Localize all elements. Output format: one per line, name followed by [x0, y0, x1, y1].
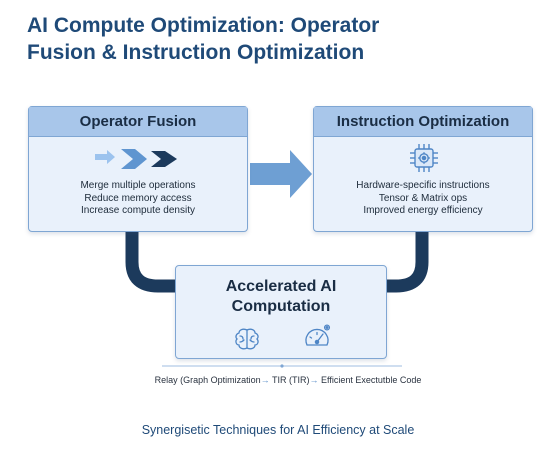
accelerated-title: Accelerated AI Computation: [176, 277, 386, 317]
title-line-2: Fusion & Instruction Optimization: [27, 41, 365, 64]
pipeline-caption: Relay (Graph Optimization→ TIR (TIR)→ Ef…: [100, 375, 476, 385]
accelerated-ai-computation-box: Accelerated AI Computation: [175, 265, 387, 359]
pipeline-step-code: Efficient Exectutble Code: [318, 375, 422, 385]
brain-icon: [234, 327, 260, 351]
speedometer-icon: [303, 324, 331, 350]
fusion-to-accel-connector: [125, 232, 176, 293]
instruction-optimization-line: Improved energy efficiency: [363, 205, 483, 216]
pipeline-arrow: →: [260, 375, 270, 385]
cpu-chip-gear-icon: [408, 142, 440, 174]
operator-fusion-line: Merge multiple operations: [80, 180, 196, 191]
instruction-optimization-header: Instruction Optimization: [314, 107, 532, 137]
instr-to-accel-connector: [386, 232, 429, 293]
operator-fusion-line: Increase compute density: [81, 205, 195, 216]
instruction-optimization-details: Hardware-specific instructions Tensor & …: [314, 180, 532, 218]
instruction-optimization-line: Hardware-specific instructions: [356, 180, 490, 191]
operator-fusion-header: Operator Fusion: [29, 107, 247, 137]
pipeline-rule-tick: [280, 364, 284, 368]
accelerated-title-line-1: Accelerated AI: [225, 278, 337, 295]
operator-fusion-line: Reduce memory access: [84, 192, 192, 204]
fusion-to-instruction-arrow: [250, 150, 312, 198]
page-title: AI Compute Optimization: Operator Fusion…: [27, 12, 527, 66]
pipeline-arrow: →: [309, 375, 319, 385]
instruction-optimization-line: Tensor & Matrix ops: [378, 192, 468, 204]
title-line-1: AI Compute Optimization: Operator: [27, 14, 380, 37]
pipeline-step-relay: Relay (Graph Optimization: [154, 375, 261, 385]
accelerated-title-line-2: Computation: [231, 298, 331, 315]
pipeline-step-tir: TIR (TIR): [269, 375, 310, 385]
footer-tagline: Synergisetic Techniques for AI Efficienc…: [141, 423, 415, 437]
operator-fusion-details: Merge multiple operations Reduce memory …: [29, 180, 247, 218]
operator-fusion-box: Operator Fusion Merge multiple operation…: [28, 106, 248, 232]
fast-forward-arrows-icon: [93, 145, 185, 173]
instruction-optimization-box: Instruction Optimization Hardware-specif…: [313, 106, 533, 232]
